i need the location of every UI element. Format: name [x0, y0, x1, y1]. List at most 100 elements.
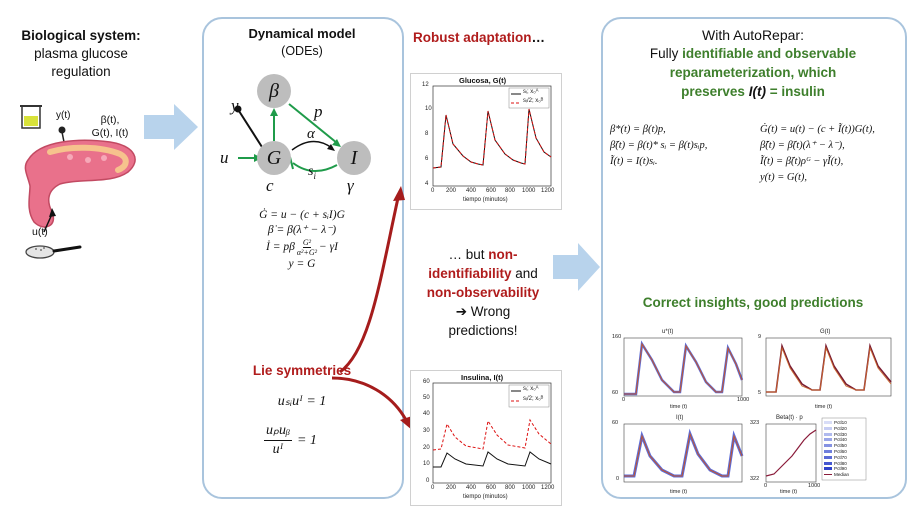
- red-arrow-upper: [339, 197, 400, 374]
- glucose-ytick: 6: [425, 156, 429, 162]
- label-alpha: α: [307, 126, 315, 142]
- small-plot-xtick: 0: [764, 483, 768, 489]
- eq-I-tilde: Ĩ(t) = I(t)sᵢ.: [610, 156, 658, 167]
- label-c: c: [266, 176, 274, 195]
- node-beta: β: [257, 74, 291, 108]
- lie-title: Lie symmetries: [252, 363, 352, 378]
- glucose-legend-b: sᵢ/2; x₀ᴮ: [523, 98, 544, 104]
- small-plot-G-xlabel: time (t): [815, 404, 833, 410]
- insulin-xlabel: tiempo (minutos): [463, 494, 508, 500]
- small-plot-G-ytick: 5: [758, 390, 762, 396]
- insulin-legend-a: sᵢ; x₀ᴬ: [523, 386, 539, 392]
- insulin-plot: Insulina, I(t) sᵢ; x₀ᴬ sᵢ/2; x₀ᴮ 0 10 20…: [410, 370, 562, 506]
- insights-label: Correct insights, good predictions: [642, 295, 864, 310]
- autorepar-line-3: reparameterization, which: [669, 65, 837, 80]
- small-plot-u-title: u*(t): [662, 329, 674, 335]
- eq-insulin: İ = pβ G² α²+G² − γI: [266, 238, 338, 257]
- autorepar-line-4: preserves I(t) = insulin: [681, 84, 825, 99]
- small-plot-beta-xlabel: time (t): [780, 489, 798, 495]
- bio-subtitle-1: plasma glucose: [34, 46, 128, 61]
- pancreas-icon: [24, 139, 136, 228]
- bio-label-states-2: G(t), I(t): [91, 127, 129, 139]
- label-y-output: y: [231, 96, 239, 115]
- bio-label-u: u(t): [32, 226, 48, 238]
- insulin-series-a: [433, 451, 552, 468]
- legend-item: Pctl80: [824, 461, 866, 467]
- bio-subtitle-2: regulation: [51, 64, 111, 79]
- bio-title: Biological system:: [21, 28, 141, 43]
- legend-item: Pctl30: [824, 432, 866, 438]
- glucose-ytick: 8: [425, 131, 429, 137]
- eq-glucose: Ġ = u − (c + sᵢI)G: [259, 209, 345, 221]
- glucose-xtick: 800: [505, 188, 516, 194]
- node-G: G: [257, 141, 291, 175]
- insulin-ytick: 30: [423, 428, 430, 434]
- model-title: Dynamical model: [248, 26, 356, 41]
- glucose-xtick: 1200: [541, 188, 555, 194]
- insulin-xtick: 0: [431, 485, 435, 491]
- eq-beta-tilde-dot: β̃̇(t) = β̃(t)(λ⁺ − λ⁻),: [760, 140, 845, 151]
- insulin-ytick: 40: [423, 411, 430, 417]
- small-plot-G: [765, 337, 892, 397]
- glucose-xtick: 600: [486, 188, 497, 194]
- glucose-xtick: 1000: [522, 188, 536, 194]
- glucose-xlabel: tiempo (minutos): [463, 197, 508, 203]
- insulin-xtick: 400: [466, 485, 477, 491]
- label-u-input: u: [220, 148, 229, 167]
- glucose-xtick: 200: [446, 188, 457, 194]
- model-panel: [202, 17, 404, 499]
- small-plot-beta-title: Beta(t) · p: [776, 415, 803, 421]
- legend-item: Pctl40: [824, 437, 866, 443]
- glucose-xtick: 0: [431, 188, 435, 194]
- legend-item: Median: [824, 472, 866, 478]
- model-equations: Ġ = u − (c + sᵢI)G β̇ = β(λ⁺ − λ⁻) İ = p…: [210, 208, 394, 272]
- red-arrow-lower: [331, 376, 408, 421]
- repar-equations-left: β*(t) = β(t)p, β̃(t) = β(t)* sᵢ = β(t)sᵢ…: [610, 122, 745, 170]
- small-plot-G-ytick: 9: [758, 334, 762, 340]
- small-plot-legend: Pctl10 Pctl20 Pctl30 Pctl40 Pctl50 Pctl6…: [824, 420, 866, 478]
- nonidentifiability-label: … but non- identifiability and non-obser…: [426, 247, 540, 338]
- label-gamma: γ: [347, 176, 354, 195]
- glucose-ytick: 4: [425, 181, 429, 187]
- small-plot-u: [623, 337, 744, 397]
- insulin-xtick: 1000: [522, 485, 536, 491]
- small-plot-u-ytick: 60: [612, 390, 619, 396]
- small-plot-beta-ytick: 322: [750, 476, 760, 482]
- eq-G-dot: Ġ(t) = u(t) − (c + Ĩ(t))G(t),: [760, 124, 875, 135]
- bio-label-y: y(t): [56, 110, 71, 121]
- small-plot-I: [623, 423, 744, 483]
- glucose-ytick: 12: [422, 82, 429, 88]
- small-plot-u-xlabel: time (t): [670, 404, 688, 410]
- legend-item: Pctl60: [824, 449, 866, 455]
- beaker-icon: [20, 105, 42, 129]
- glucose-legend-a: sᵢ; x₀ᴬ: [523, 89, 539, 95]
- label-si: si: [308, 164, 316, 181]
- autorepar-title: With AutoRepar:: [702, 27, 804, 43]
- insulin-xtick: 1200: [541, 485, 555, 491]
- label-p: p: [314, 102, 323, 121]
- insulin-ytick: 50: [423, 395, 430, 401]
- glucose-xtick: 400: [466, 188, 477, 194]
- glucose-series-b: [432, 108, 552, 169]
- glucose-plot: Glucosa, G(t) sᵢ; x₀ᴬ sᵢ/2; x₀ᴮ 4 6 8 10…: [410, 73, 562, 210]
- small-plot-I-ytick: 60: [612, 420, 619, 426]
- node-I: I: [337, 141, 371, 175]
- glucose-ytick: 10: [425, 106, 432, 112]
- insulin-legend-b: sᵢ/2; x₀ᴮ: [523, 396, 544, 402]
- small-plot-u-ytick: 160: [612, 334, 622, 340]
- glucose-plot-svg: [432, 85, 552, 187]
- insulin-ytick: 20: [423, 445, 430, 451]
- small-plot-beta-ytick: 323: [750, 420, 760, 426]
- eq-output: y = G: [288, 258, 316, 270]
- small-plot-I-ytick: 0: [616, 476, 620, 482]
- robust-adaptation-label: Robust adaptation…: [413, 30, 545, 45]
- small-plot-xtick: 1000: [808, 483, 821, 489]
- lie-eq-2: uₚuᵦ uᴵ = 1: [264, 423, 317, 457]
- legend-item: Pctl90: [824, 466, 866, 472]
- eq-beta-star: β*(t) = β(t)p,: [610, 124, 666, 135]
- insulin-xtick: 800: [505, 485, 516, 491]
- spoon-icon: [25, 245, 82, 259]
- insulin-plot-svg: [432, 382, 552, 484]
